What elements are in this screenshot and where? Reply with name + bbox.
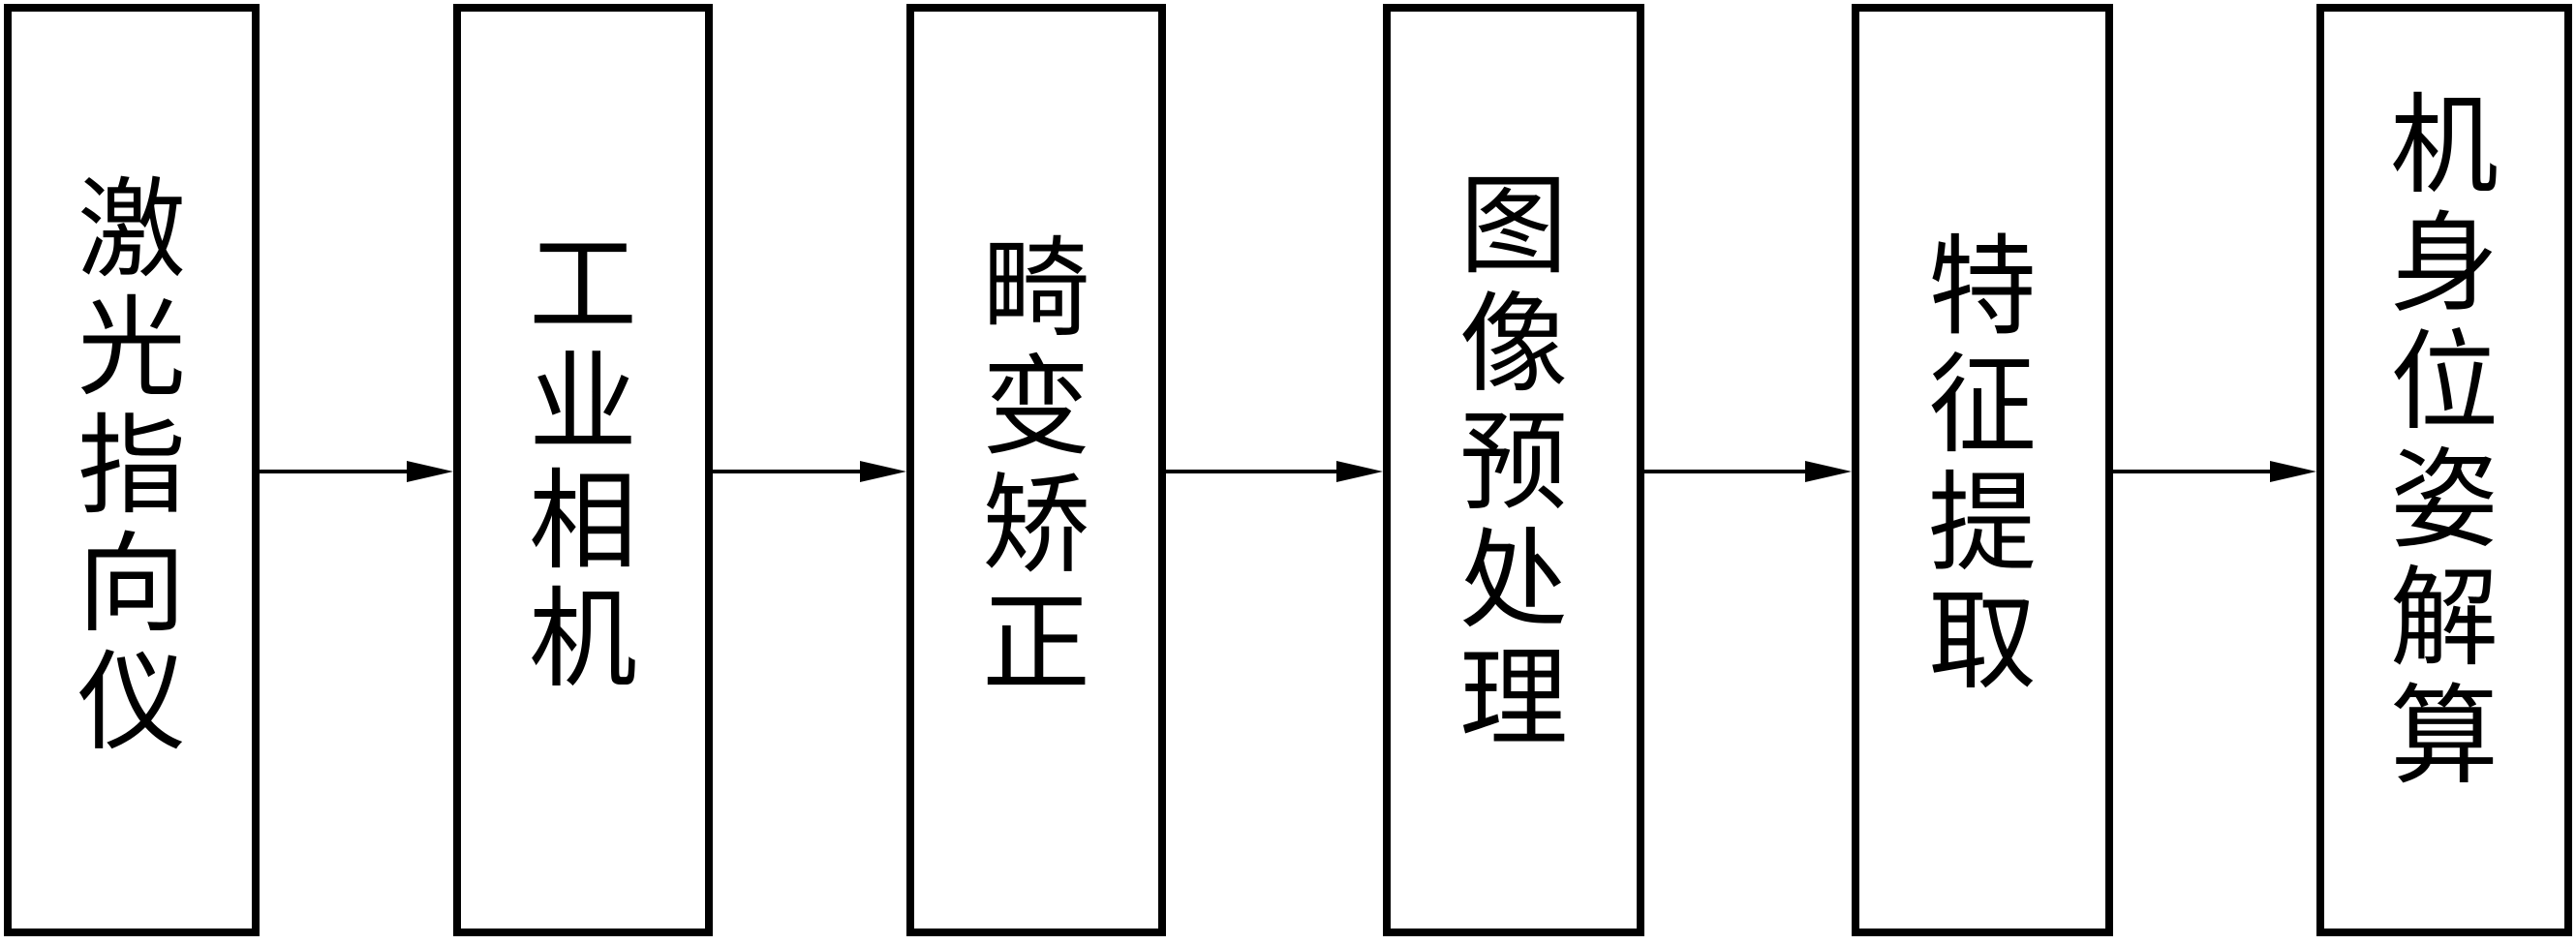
- box-label: 机身位姿解算: [2390, 82, 2499, 800]
- arrow-3: [1166, 461, 1383, 482]
- box-image-preprocessing: 图像预处理: [1383, 4, 1644, 936]
- box-pose-solving: 机身位姿解算: [2316, 4, 2572, 936]
- box-label: 激光指向仪: [77, 167, 186, 766]
- box-feature-extraction: 特征提取: [1852, 4, 2113, 936]
- box-label: 图像预处理: [1459, 163, 1568, 762]
- arrow-5: [2113, 461, 2316, 482]
- box-laser-pointer: 激光指向仪: [4, 4, 260, 936]
- arrow-1: [260, 461, 453, 482]
- box-label: 工业相机: [529, 222, 637, 703]
- box-distortion-correction: 畸变矫正: [906, 4, 1166, 936]
- arrow-2: [713, 461, 906, 482]
- box-label: 畸变矫正: [982, 226, 1090, 707]
- box-label: 特征提取: [1928, 224, 2037, 705]
- arrow-4: [1644, 461, 1852, 482]
- box-industrial-camera: 工业相机: [453, 4, 713, 936]
